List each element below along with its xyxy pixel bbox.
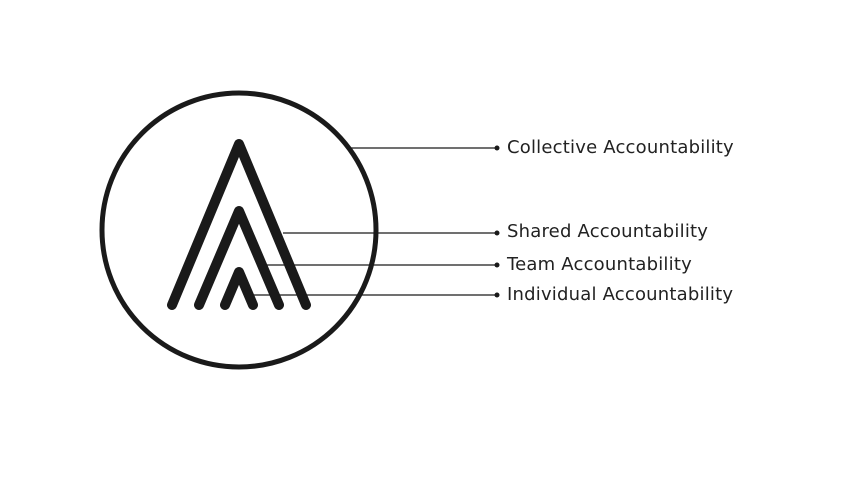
label-collective-accountability: Collective Accountability <box>507 137 734 158</box>
label-shared-accountability: Shared Accountability <box>507 221 709 242</box>
outer-circle <box>99 90 379 370</box>
leader-dot-team <box>494 262 500 268</box>
middle-peak <box>194 206 284 310</box>
inner-peak <box>220 267 258 310</box>
leader-dot-collective <box>494 145 500 151</box>
label-individual-accountability: Individual Accountability <box>507 284 734 305</box>
outer-peak <box>167 139 311 310</box>
leader-dot-individual <box>494 292 500 298</box>
leader-dot-shared <box>494 230 500 236</box>
label-team-accountability: Team Accountability <box>507 254 692 275</box>
